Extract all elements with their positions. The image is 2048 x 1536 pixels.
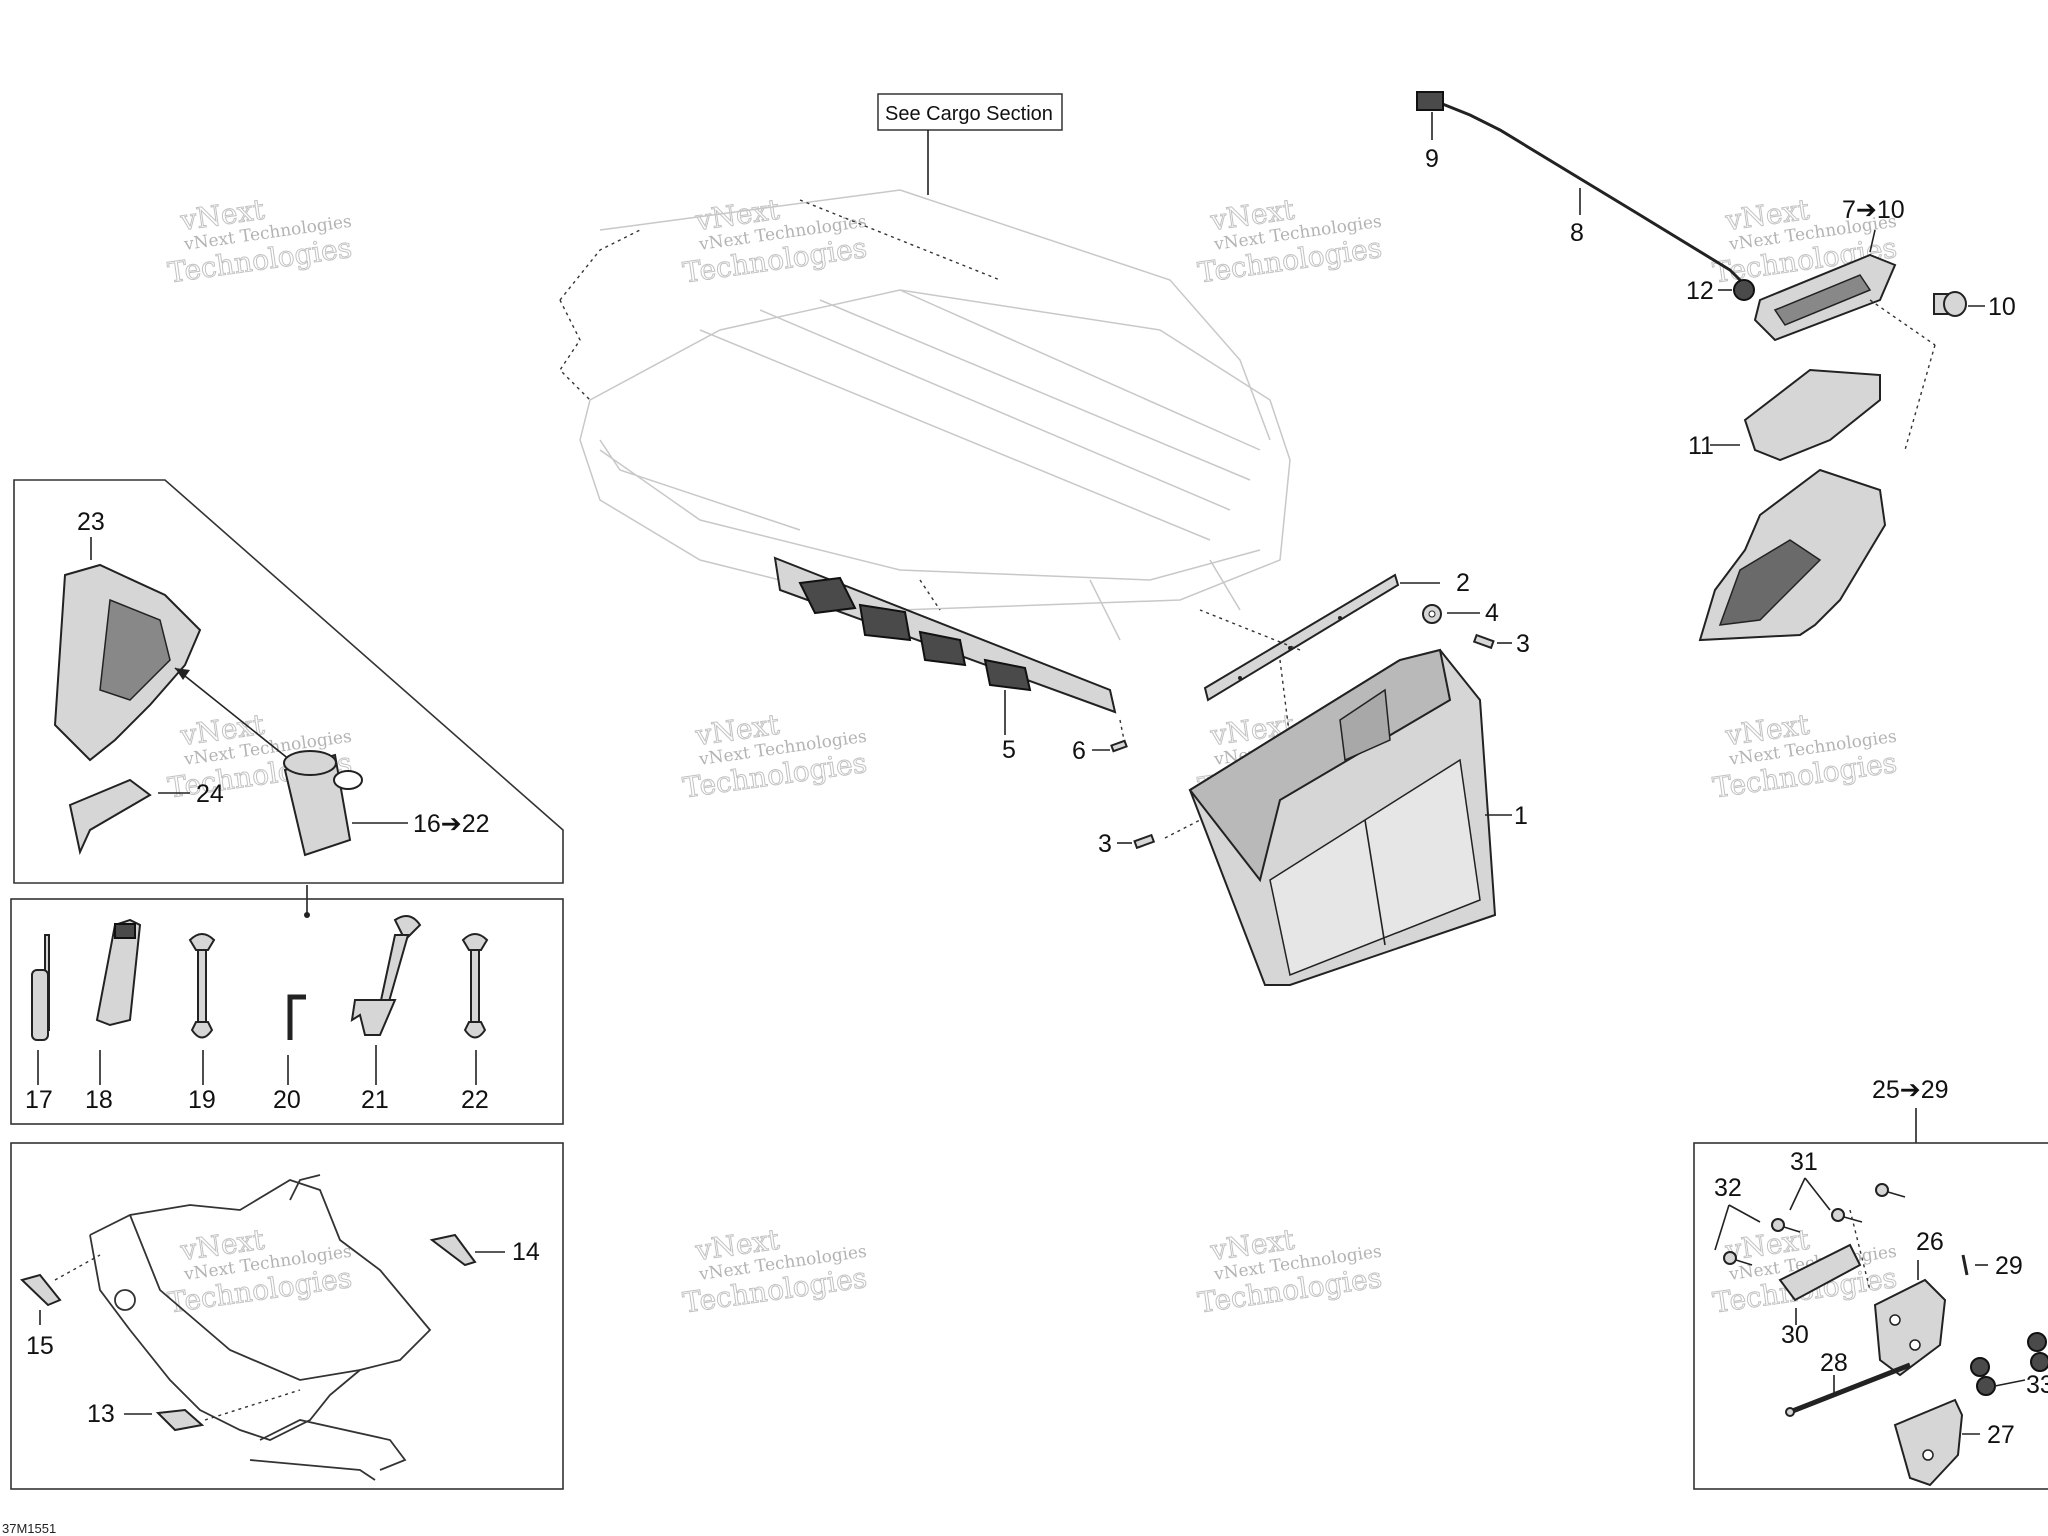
mounting-strip-part-2: 2 — [1199, 569, 1470, 741]
svg-text:32: 32 — [1714, 1174, 1742, 1202]
snowmobile-outline — [89, 1174, 432, 1481]
bulb-part-10: 10 — [1933, 291, 2016, 321]
svg-text:6: 6 — [1072, 737, 1086, 765]
svg-text:1: 1 — [1514, 802, 1528, 830]
decal-part-13: 13 — [87, 1389, 301, 1432]
svg-text:7➔10: 7➔10 — [1842, 196, 1905, 224]
svg-text:15: 15 — [26, 1332, 54, 1360]
watermark: vNext vNext Technologies Technologies — [165, 1222, 354, 1320]
pin-part-28: 28 — [1785, 1349, 1911, 1417]
screw-part-6: 6 — [1072, 737, 1128, 765]
side-panel-part-5: 5 — [773, 556, 1126, 764]
svg-text:2: 2 — [1456, 569, 1470, 597]
bolts-part-32 — [1723, 1218, 1801, 1266]
svg-text:28: 28 — [1820, 1349, 1848, 1377]
svg-text:19: 19 — [188, 1086, 216, 1114]
spark-plug-wrench-part-18: 18 — [85, 918, 142, 1114]
svg-text:23: 23 — [77, 508, 105, 536]
svg-text:30: 30 — [1781, 1321, 1809, 1349]
taillight-part-7: 7➔10 — [1753, 196, 1936, 451]
svg-text:29: 29 — [1995, 1252, 2023, 1280]
decal-panel: 15 14 13 — [10, 1142, 564, 1490]
svg-text:13: 13 — [87, 1400, 115, 1428]
watermark: vNext vNext Technologies Technologies — [1710, 707, 1899, 805]
svg-text:21: 21 — [361, 1086, 389, 1114]
svg-text:22: 22 — [461, 1086, 489, 1114]
watermark: vNext vNext Technologies Technologies — [1195, 192, 1384, 290]
svg-text:27: 27 — [1987, 1421, 2015, 1449]
pin-part-29: 29 — [1961, 1252, 2023, 1280]
hex-key-part-20: 20 — [273, 994, 306, 1114]
svg-text:11: 11 — [1688, 432, 1714, 460]
decal-part-15: 15 — [20, 1254, 101, 1360]
hinge-part-26: 26 — [1849, 1209, 1947, 1377]
svg-text:16➔22: 16➔22 — [413, 810, 490, 838]
svg-text:14: 14 — [512, 1238, 540, 1266]
wrench-part-19: 19 — [188, 933, 216, 1114]
see-cargo-section-note: See Cargo Section — [877, 93, 1063, 195]
drawing-code: 37M1551 — [2, 1521, 56, 1536]
bracket-part-23 — [53, 563, 202, 762]
svg-text:33: 33 — [2026, 1371, 2048, 1399]
tool-kit-panel: 17 18 19 20 21 — [10, 898, 564, 1125]
light-housing-part-11: 11 — [1688, 368, 1887, 642]
grommet-part-12: 12 — [1686, 277, 1755, 305]
tool-bag-panel: 23 24 16➔22 — [13, 479, 564, 918]
watermark: vNext vNext Technologies Technologies — [680, 707, 869, 805]
watermark: vNext vNext Technologies Technologies — [1195, 1222, 1384, 1320]
svg-text:8: 8 — [1570, 219, 1584, 247]
svg-text:12: 12 — [1686, 277, 1714, 305]
bracket-part-27: 27 — [1893, 1398, 2015, 1487]
svg-text:17: 17 — [25, 1086, 53, 1114]
svg-text:See Cargo Section: See Cargo Section — [885, 103, 1053, 125]
washer-part-4: 4 — [1422, 599, 1499, 627]
bolts-part-31 — [1831, 1183, 1906, 1223]
svg-text:5: 5 — [1002, 736, 1016, 764]
svg-text:18: 18 — [85, 1086, 113, 1114]
svg-text:10: 10 — [1988, 293, 2016, 321]
svg-text:20: 20 — [273, 1086, 301, 1114]
nuts-part-33: 33 — [1970, 1332, 2048, 1399]
harness-part-8: 9 8 — [1416, 91, 1747, 287]
svg-text:25➔29: 25➔29 — [1872, 1076, 1949, 1104]
snow-flap-part-1: 1 — [1164, 648, 1528, 986]
screw-part-3-lower: 3 — [1098, 830, 1156, 858]
watermark: vNext vNext Technologies Technologies — [1710, 1222, 1899, 1320]
strap-part-24: 24 — [68, 778, 224, 856]
wrench-part-22: 22 — [461, 933, 489, 1114]
watermark: vNext vNext Technologies Technologies — [165, 192, 354, 290]
screw-part-3-upper: 3 — [1472, 630, 1530, 658]
svg-text:3: 3 — [1516, 630, 1530, 658]
screwdriver-part-17: 17 — [25, 934, 53, 1114]
cargo-rack-ghost — [559, 189, 1291, 641]
svg-text:9: 9 — [1425, 145, 1439, 173]
svg-text:4: 4 — [1485, 599, 1499, 627]
watermark: vNext vNext Technologies Technologies — [680, 1222, 869, 1320]
svg-text:3: 3 — [1098, 830, 1112, 858]
svg-text:31: 31 — [1790, 1148, 1818, 1176]
svg-text:26: 26 — [1916, 1228, 1944, 1256]
clutch-tool-part-21: 21 — [350, 915, 422, 1114]
watermarks: vNext vNext Technologies Technologies vN… — [165, 192, 1899, 1320]
hinge-panel: 25➔29 31 32 30 26 — [1693, 1076, 2048, 1490]
plate-part-30: 30 — [1778, 1243, 1862, 1349]
tool-pouch-part-16: 16➔22 — [283, 750, 490, 857]
svg-text:24: 24 — [196, 780, 224, 808]
decal-part-14: 14 — [429, 1233, 540, 1267]
